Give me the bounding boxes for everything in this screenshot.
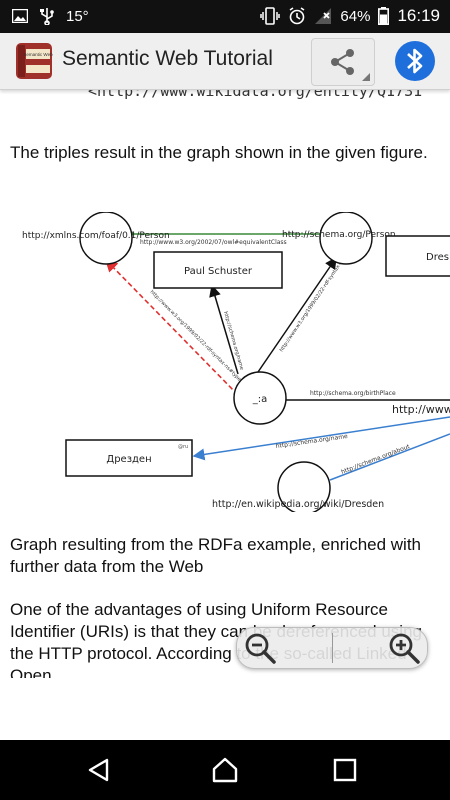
recents-square-icon[interactable]	[333, 758, 357, 782]
zoom-controls	[236, 627, 428, 669]
label-about: http://schema.org/about	[340, 443, 411, 476]
node-dresden-ru-box	[65, 439, 193, 477]
zoom-divider	[332, 633, 333, 663]
alarm-icon	[289, 7, 305, 25]
overflow-corner-icon	[362, 73, 370, 81]
node-paul-label: Paul Schuster	[184, 266, 253, 277]
magnifier-minus-icon	[245, 633, 276, 664]
lang-tag-ru: @ru	[178, 444, 188, 450]
node-wikipedia-label: http://en.wikipedia.org/wiki/Dresden	[212, 499, 384, 510]
rdf-graph-figure: http://www.w3.org/2002/07/owl#equivalent…	[22, 212, 450, 512]
node-dresden-box	[385, 235, 450, 277]
node-dresden-ru-label: Дрезден	[106, 454, 151, 465]
share-button[interactable]	[311, 38, 375, 86]
magnifier-plus-icon	[389, 633, 420, 664]
bluetooth-icon	[395, 41, 435, 81]
label-equivalent-class: http://www.w3.org/2002/07/owl#equivalent…	[140, 239, 287, 246]
edge-name-paul	[209, 284, 239, 375]
node-foaf-person-circle	[79, 212, 133, 265]
node-blank-circle	[233, 371, 287, 425]
image-icon	[12, 9, 28, 23]
node-schema-person-circle	[319, 212, 373, 265]
node-foaf-person-label: http://xmlns.com/foaf/0.1/Person	[22, 231, 170, 241]
figure-caption: Graph resulting from the RDFa example, e…	[10, 535, 422, 576]
battery-percent: 64%	[340, 7, 371, 25]
code-snippet: <http://www.wikidata.org/entity/Q1731	[88, 90, 423, 100]
app-title: Semantic Web Tutorial	[62, 47, 273, 70]
label-birthplace: http://schema.org/birthPlace	[310, 390, 396, 397]
bluetooth-button[interactable]	[386, 38, 444, 84]
svg-text:Semantic Web: Semantic Web	[23, 52, 53, 57]
vibrate-icon	[260, 7, 281, 25]
node-blank-label: _:a	[252, 394, 268, 405]
clock: 16:19	[397, 6, 440, 25]
status-bar: 15° 64% 16:19	[0, 0, 450, 33]
home-icon[interactable]	[211, 756, 239, 784]
label-name-dresden: http://schema.org/name	[275, 433, 348, 450]
edge-about	[329, 433, 450, 481]
zoom-in-button[interactable]	[387, 631, 421, 665]
node-www-label: http://www.	[392, 403, 450, 416]
node-dresden-box-label: Dres	[426, 252, 449, 263]
zoom-out-button[interactable]	[243, 631, 277, 665]
usb-icon	[40, 8, 54, 25]
back-triangle-icon[interactable]	[86, 757, 112, 783]
app-logo: Semantic Web	[14, 41, 54, 81]
book-logo-icon: Semantic Web	[16, 43, 53, 79]
node-schema-person-label: http://schema.org/Person	[282, 230, 396, 240]
label-type-red: http://www.w3.org/1999/02/22-rdf-syntax-…	[149, 289, 242, 382]
edge-name-dresden	[192, 416, 450, 461]
battery-icon	[378, 7, 390, 25]
app-bar: Semantic Web Semantic Web Tutorial	[0, 33, 450, 90]
node-paul-box	[153, 251, 283, 289]
paragraph-intro: The triples result in the graph shown in…	[10, 143, 428, 162]
edge-type-schema	[257, 256, 337, 373]
no-signal-icon	[315, 8, 332, 24]
node-wikipedia-circle	[277, 461, 331, 512]
share-icon	[331, 49, 354, 75]
temperature: 15°	[66, 7, 89, 25]
article-content[interactable]: <http://www.wikidata.org/entity/Q1731 Th…	[0, 90, 450, 678]
navigation-bar	[0, 740, 450, 800]
